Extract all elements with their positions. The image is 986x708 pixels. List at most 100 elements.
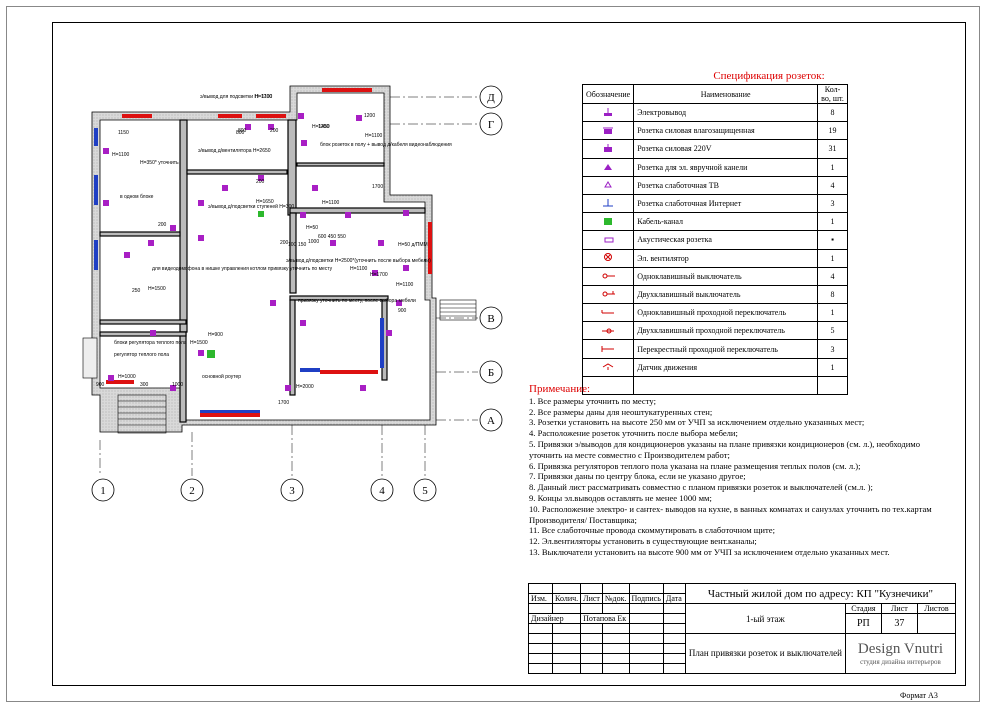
plan-annotation: в одном блоке: [120, 194, 154, 200]
stamp-header-change: Изм.: [528, 593, 553, 604]
plan-annotation: 800: [238, 128, 247, 134]
plan-annotation: э/вывод д/подсветки ступеней Н=300: [208, 203, 294, 210]
spec-count: 3: [817, 193, 848, 214]
spec-count: 1: [817, 357, 848, 377]
spec-symbol: [581, 230, 635, 250]
spec-symbol: [581, 266, 635, 286]
spec-count: 1: [817, 212, 848, 232]
notes-block: Примечание: 1. Все размеры уточнить по м…: [529, 384, 949, 558]
plan-annotation: Н=350* уточнить: [140, 160, 179, 166]
axis-number-label: 3: [289, 485, 295, 497]
spec-symbol: [581, 193, 635, 214]
axis-number-label: 5: [422, 485, 428, 497]
spec-count: 1: [817, 303, 848, 323]
spec-count: 31: [817, 139, 848, 159]
note-item: 9. Концы эл.выводов оставлять не менее 1…: [529, 492, 712, 503]
plan-annotation: 200: [256, 179, 265, 185]
plan-annotation: Н=1100: [255, 94, 273, 100]
spec-name: Двухклавишный проходной переключатель: [633, 321, 818, 341]
note-item: 5. Привязки э/выводов для кондиционеров …: [529, 438, 921, 460]
plan-annotation: привязку уточнить по месту, после выбора…: [298, 298, 416, 304]
spec-name: Розетка силовая влагозащищенная: [633, 121, 818, 141]
note-item: 3. Розетки установить на высоте 250 мм о…: [529, 417, 865, 428]
plan-annotation: 900: [398, 308, 407, 314]
single-switch-icon: [602, 273, 616, 279]
spec-count: ▪: [817, 230, 848, 250]
note-item: 7. Привязки даны по центру блока, если н…: [529, 471, 746, 482]
plan-annotation: 1200: [364, 113, 375, 119]
plan-annotation: Н=1000: [118, 374, 136, 380]
studio-subtitle: студия дизайна интерьеров: [860, 658, 941, 666]
sheets-value: [916, 613, 957, 634]
single-pass-switch-icon: [601, 309, 615, 314]
spec-symbol: [581, 357, 635, 377]
spec-name: Розетка силовая 220V: [633, 139, 818, 159]
plan-annotation: 1700: [372, 184, 383, 190]
spec-symbol: [581, 139, 635, 159]
sheet-label: Лист: [880, 603, 918, 614]
spec-name: Эл. вентилятор: [633, 248, 818, 268]
note-item: 12. Эл.вентиляторы установить в существу…: [529, 536, 757, 547]
plan-annotation: 900: [96, 382, 105, 388]
plan-annotation: Н=1100: [350, 266, 368, 272]
plan-annotation: Н=50: [306, 225, 318, 231]
plan-annotation: для видеодомофона в нишке управления кот…: [152, 266, 333, 272]
windows: [106, 88, 432, 417]
plan-annotation: Н=1500: [148, 286, 166, 292]
drawing-title: План привязки розеток и выключателей: [684, 633, 846, 674]
axis-number-label: 1: [100, 485, 106, 497]
spec-row: Электровывод 8: [581, 102, 848, 123]
axis-letter-label: В: [487, 313, 494, 325]
spec-name: Акустическая розетка: [633, 230, 818, 250]
drawing-frame: [52, 22, 966, 686]
plan-annotation: блоки регулятора теплого пола: [114, 340, 187, 346]
title-block: Частный жилой дом по адресу: КП "Кузнечи…: [527, 583, 957, 674]
note-item: 10. Расположение электро- и сантех- выво…: [529, 503, 932, 525]
axis-number-label: 2: [189, 485, 195, 497]
spec-name: Перекрестный проходной переключатель: [633, 339, 818, 359]
spec-name: Кабель-канал: [633, 212, 818, 232]
designer-role: Дизайнер: [527, 613, 582, 624]
axis-letter-label: Г: [488, 119, 494, 131]
spec-row: Розетка слаботочная ТВ 4: [581, 175, 848, 195]
plan-annotation: 300: [140, 382, 149, 388]
spec-row: Розетка для эл. явручной канели 1: [581, 157, 848, 177]
plan-annotation: 1200: [318, 124, 329, 130]
socket-icon: [604, 143, 613, 152]
plan-annotation: 200: [158, 222, 167, 228]
spec-name: Одноклавишный проходной переключатель: [633, 303, 818, 323]
waterproof-socket-icon: [603, 127, 614, 134]
spec-symbol: [581, 212, 635, 232]
stamp-header-signature: Подпись: [628, 593, 664, 604]
spec-name: Датчик движения: [633, 357, 818, 377]
stage-label: Стадия: [844, 603, 882, 614]
notes-title: Примечание:: [529, 383, 591, 395]
drawing-sheet: [6, 6, 980, 702]
plan-annotation: 200: [280, 240, 289, 246]
spec-row: Акустическая розетка ▪: [581, 230, 848, 250]
spec-row: Одноклавишный выключатель 4: [581, 266, 848, 286]
spec-count: 1: [817, 248, 848, 268]
spec-row: Одноклавишный проходной переключатель 1: [581, 303, 848, 323]
note-item: 4. Расположение розеток уточнить после в…: [529, 428, 738, 439]
spec-row: Эл. вентилятор 1: [581, 248, 848, 268]
spec-count: 4: [817, 266, 848, 286]
plan-annotation: Н=1100: [365, 133, 383, 139]
spec-symbol: [581, 284, 635, 305]
plan-annotation: 600 450 550: [318, 234, 346, 240]
spec-name: Розетка слаботочная ТВ: [633, 175, 818, 195]
spec-name: Розетка слаботочная Интернет: [633, 193, 818, 214]
plan-annotation: Н=1100: [112, 152, 130, 158]
plan-annotation: 800: [236, 130, 245, 136]
stamp-header-sheet: Лист: [580, 593, 603, 604]
spec-row: Кабель-канал 1: [581, 212, 848, 232]
spec-row: Розетка силовая 220V 31: [581, 139, 848, 159]
spec-row: Розетка слаботочная Интернет 3: [581, 193, 848, 214]
double-pass-switch-icon: [602, 328, 615, 334]
stage-value: РП: [844, 613, 882, 634]
spec-symbol: [581, 248, 635, 268]
spec-row: Розетка силовая влагозащищенная 19: [581, 121, 848, 141]
plan-annotation: 1000: [172, 382, 183, 388]
